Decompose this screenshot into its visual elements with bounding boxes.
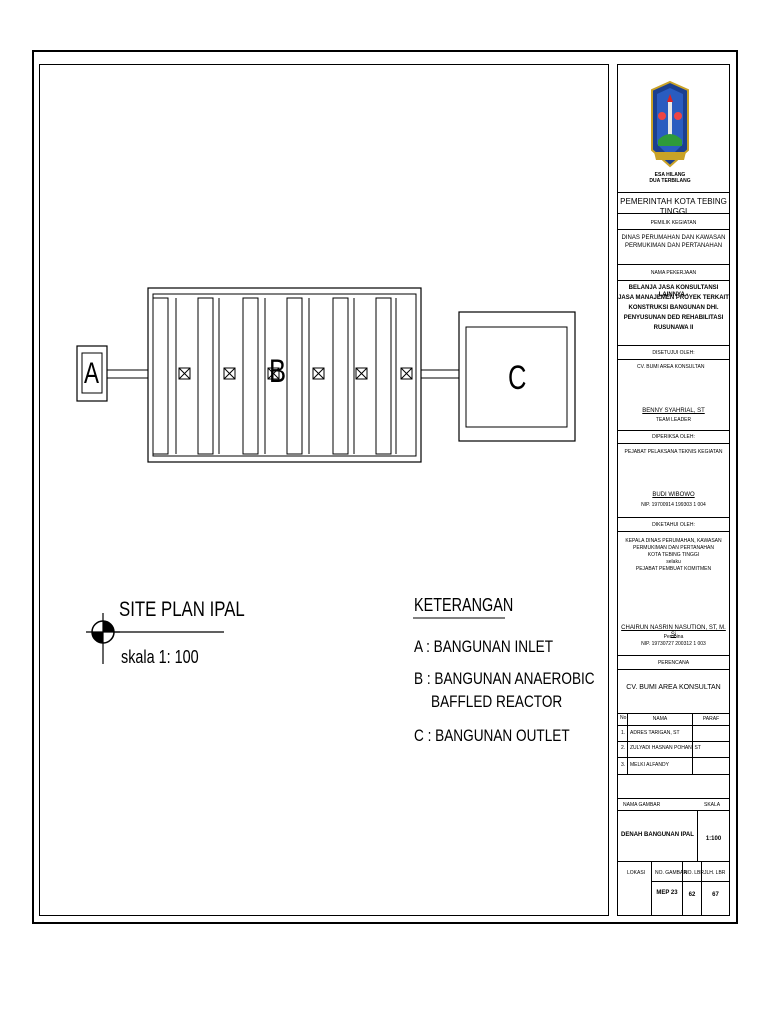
ipal-site-plan-drawing (76, 287, 576, 664)
checked-label: DISETUJUI OLEH: (652, 350, 695, 356)
north-arrow-symbol (86, 613, 120, 664)
drawing-area-border (39, 64, 609, 916)
location-label: LOKASI (627, 870, 646, 876)
team-row-name: ADRES TARIGAN, ST (630, 730, 680, 736)
approved-line-5: PEJABAT PEMBUAT KOMITMEN (635, 566, 712, 572)
job-line-1: BELANJA JASA KONSULTANSI LAINNYA - (628, 285, 719, 299)
drawing-number: MEP 23 (656, 890, 678, 896)
checked-name: BENNY SYAHRIAL, ST (642, 408, 705, 414)
approved-line-3: KOTA TEBING TINGGI (647, 552, 700, 558)
owner-line-1: DINAS PERUMAHAN DAN KAWASAN (621, 235, 726, 241)
team-header-no: No (620, 715, 627, 721)
baffle-columns (152, 297, 392, 455)
team-row-no: 2. (621, 745, 626, 751)
outlet-inner (465, 326, 568, 428)
manhole-markers (178, 367, 413, 380)
title-block (617, 64, 730, 916)
site-plan-scale: skala 1: 100 (121, 647, 199, 667)
planner-company: CV. BUMI AREA KONSULTAN (626, 684, 721, 691)
label-inlet-a: A (84, 357, 100, 390)
drawing-name-label: NAMA GAMBAR (623, 802, 661, 808)
job-line-4: PENYUSUNAN DED REHABILITASI (623, 315, 724, 321)
sheet-number: 62 (688, 892, 696, 898)
job-line-3: KONSTRUKSI BANGUNAN DHI. (628, 305, 719, 311)
inlet-inner (81, 352, 103, 394)
total-sheets-label: JLH. LBR (704, 870, 726, 876)
drawing-number-label: NO. GAMBAR (655, 870, 687, 876)
drawing-scale: 1:100 (705, 836, 722, 842)
label-abr-b: B (269, 353, 287, 389)
legend-item-c: C : BANGUNAN OUTLET (414, 726, 570, 745)
team-row-name: ZULYADI HASNAN POHAN, ST (630, 745, 701, 751)
team-header-name: NAMA (652, 716, 668, 722)
reviewed-label: DIPERIKSA OLEH: (652, 434, 695, 440)
job-line-2: JASA MANAJEMEN PROYEK TERKAIT (618, 295, 729, 301)
approved-label: DIKETAHUI OLEH: (652, 522, 695, 528)
legend-item-b-cont: BAFFLED REACTOR (431, 692, 563, 711)
job-label: NAMA PEKERJAAN (650, 270, 697, 276)
inlet-outer (76, 345, 108, 402)
legend-title: KETERANGAN (414, 595, 514, 615)
approved-line-2: PERMUKIMAN DAN PERTANAHAN (633, 545, 714, 551)
approved-name: CHAIRUN NASRIN NASUTION, ST, M. Si (621, 625, 726, 639)
drawing-name: DENAH BANGUNAN IPAL (621, 832, 694, 838)
scale-label: SKALA (704, 802, 721, 808)
team-header-sign: PARAF (702, 716, 720, 722)
checked-role: TEAM LEADER (655, 417, 692, 423)
planner-label: PERENCANA (657, 660, 690, 666)
label-outlet-c: C (508, 359, 527, 397)
reviewed-org: PEJABAT PELAKSANA TEKNIS KEGIATAN (624, 449, 723, 455)
approved-rank: Pembina (663, 634, 684, 640)
owner-label: PEMILIK KEGIATAN (650, 220, 697, 226)
reviewed-name: BUDI WIBOWO (652, 492, 695, 498)
job-line-5: RUSUNAWA II (653, 325, 694, 331)
chamber-dividers (175, 298, 397, 454)
logo-caption-2: DUA TERBILANG (649, 178, 691, 184)
legend-item-a: A : BANGUNAN INLET (414, 637, 554, 656)
reviewed-nip: NIP. 19700914 199303 1 004 (641, 502, 706, 508)
logo-caption-1: ESA HILANG (654, 172, 686, 178)
city-emblem-logo (651, 80, 689, 168)
approved-nip: NIP. 19730727 200312 1 003 (641, 641, 706, 647)
team-row-name: MELKI ALFANDY (630, 762, 669, 768)
legend-item-b: B : BANGUNAN ANAEROBIC (414, 669, 595, 688)
sheet-outer-border (32, 50, 738, 924)
sheet-number-label: NO. LBR (684, 870, 705, 876)
team-row-no: 3. (621, 762, 626, 768)
checked-company: CV. BUMI AREA KONSULTAN (637, 364, 705, 370)
total-sheets: 67 (712, 892, 719, 898)
owner-line-2: PERMUKIMAN DAN PERTANAHAN (624, 243, 723, 249)
approved-line-4: selaku (666, 559, 681, 565)
approved-line-1: KEPALA DINAS PERUMAHAN, KAWASAN (625, 538, 722, 544)
outlet-outer (458, 311, 576, 442)
org-name: PEMERINTAH KOTA TEBING TINGGI (620, 197, 727, 216)
team-row-no: 1. (621, 730, 626, 736)
abr-outer (147, 287, 422, 463)
site-plan-title: SITE PLAN IPAL (119, 598, 245, 621)
